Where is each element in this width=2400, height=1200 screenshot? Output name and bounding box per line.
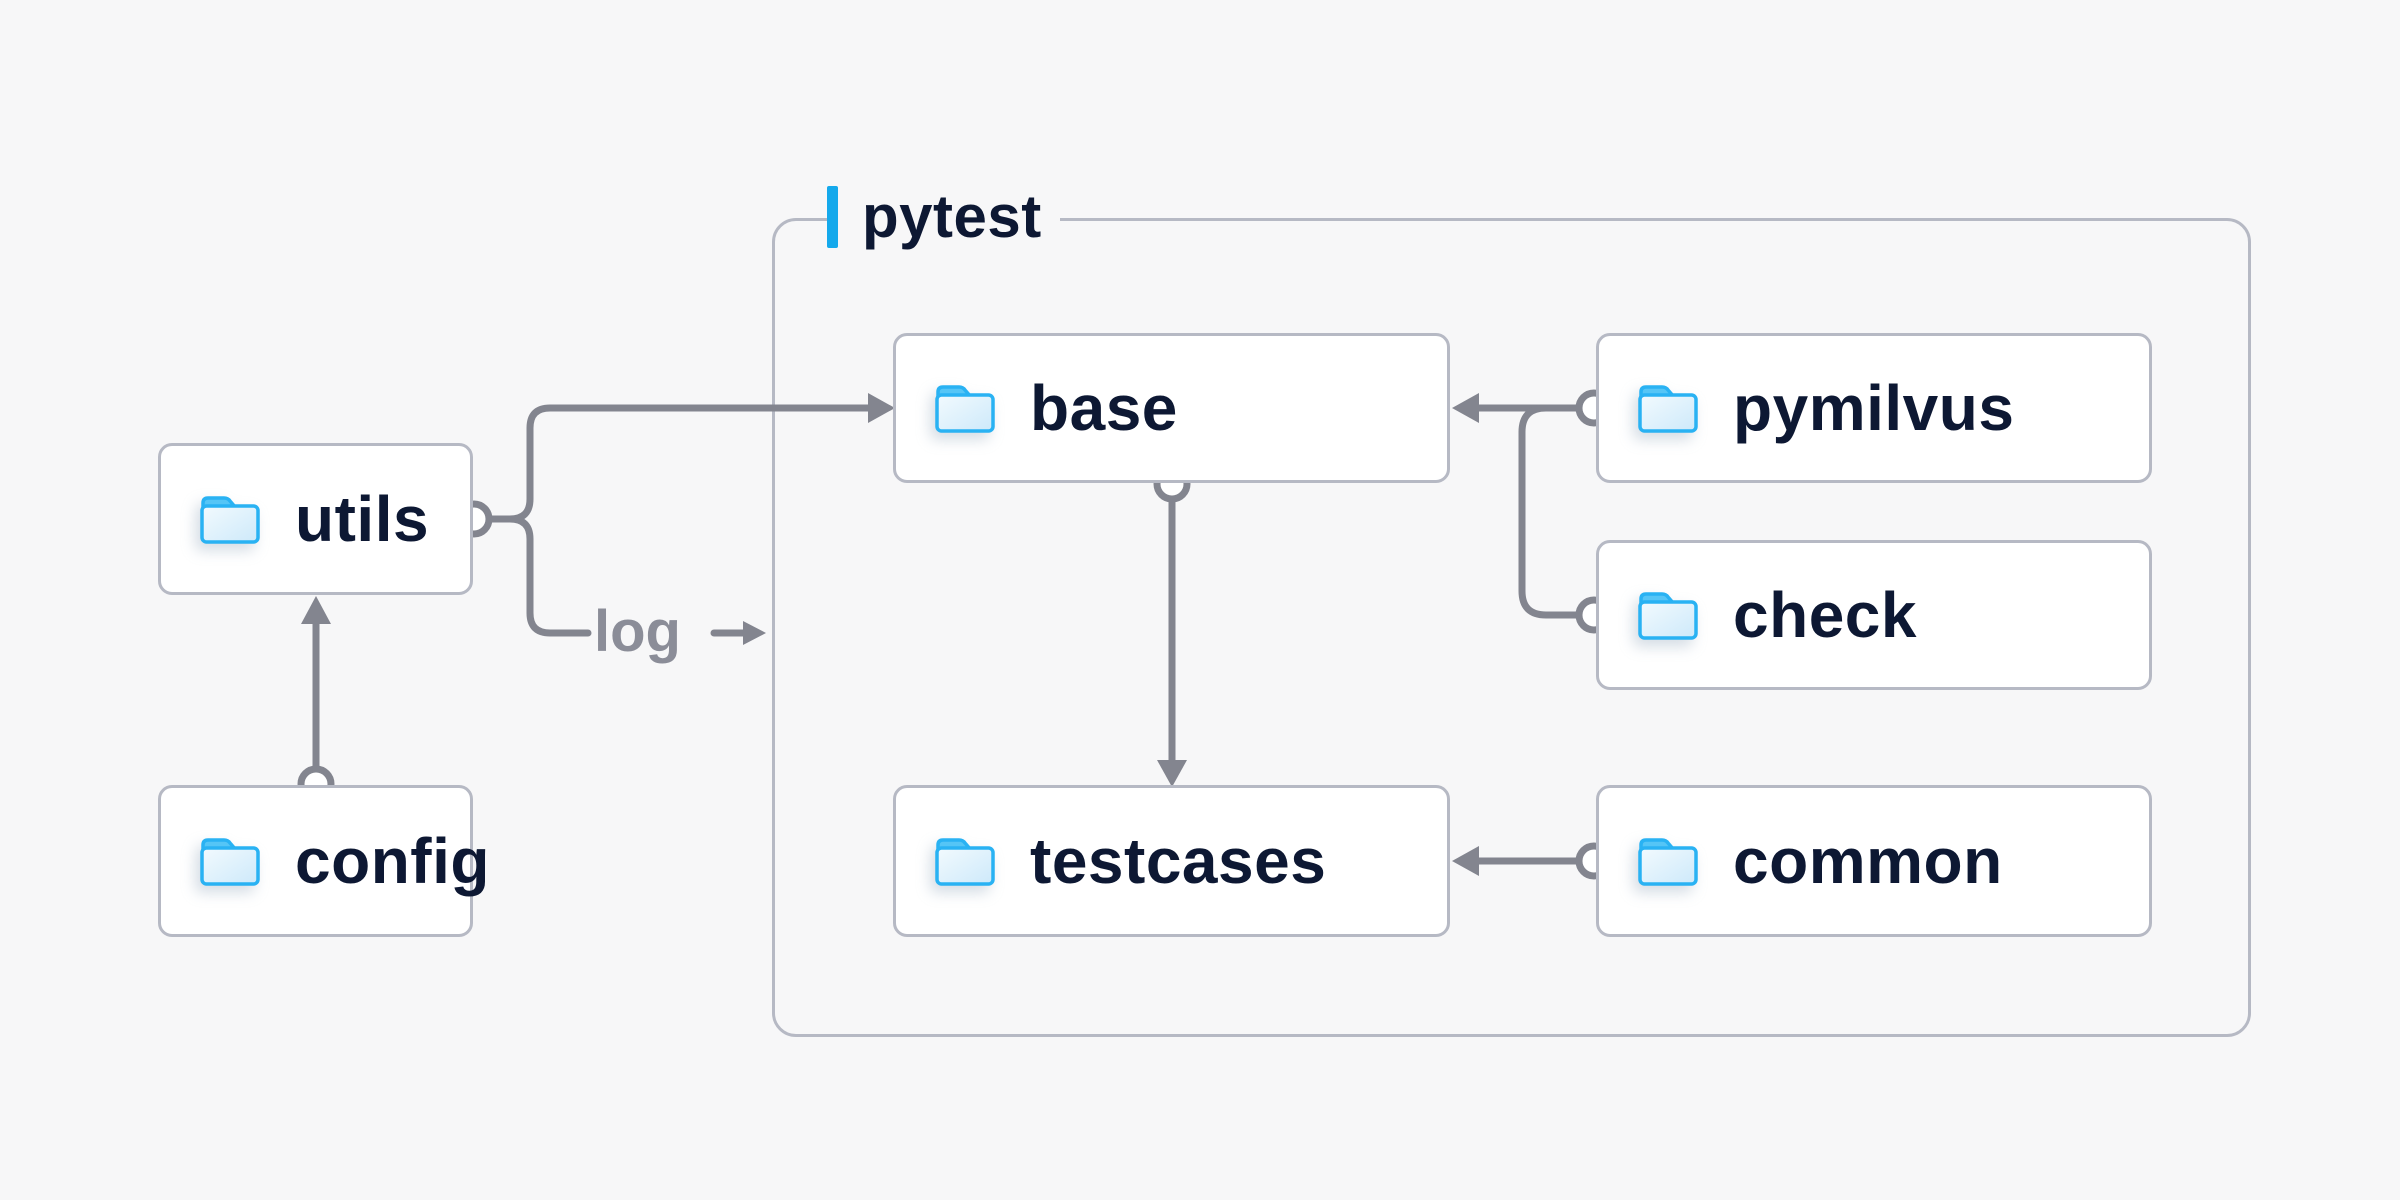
edge-config-utils [301, 596, 331, 772]
node-label: base [1030, 372, 1178, 444]
group-pytest-label: pytest [827, 186, 1060, 248]
folder-icon [935, 385, 995, 433]
folder-icon [200, 496, 260, 544]
node-testcases: testcases [893, 785, 1450, 937]
node-label: utils [295, 483, 430, 555]
folder-icon [1638, 385, 1698, 433]
accent-bar-icon [827, 186, 838, 248]
arrowhead-icon [743, 621, 766, 645]
node-check: check [1596, 540, 2152, 690]
folder-icon [1638, 838, 1698, 886]
node-label: testcases [1030, 825, 1327, 897]
node-utils: utils [158, 443, 473, 595]
node-label: pymilvus [1733, 372, 2015, 444]
node-label: config [295, 825, 490, 897]
node-config: config [158, 785, 489, 937]
group-title: pytest [862, 183, 1042, 250]
arrowhead-icon [301, 596, 331, 624]
group-pytest [772, 218, 2251, 1037]
folder-icon [935, 838, 995, 886]
node-base: base [893, 333, 1450, 483]
node-label: check [1733, 579, 1917, 651]
folder-icon [200, 838, 260, 886]
folder-icon [1638, 592, 1698, 640]
node-common: common [1596, 785, 2152, 937]
node-label: common [1733, 825, 2003, 897]
edge-label-log: log [594, 599, 681, 664]
node-pymilvus: pymilvus [1596, 333, 2152, 483]
